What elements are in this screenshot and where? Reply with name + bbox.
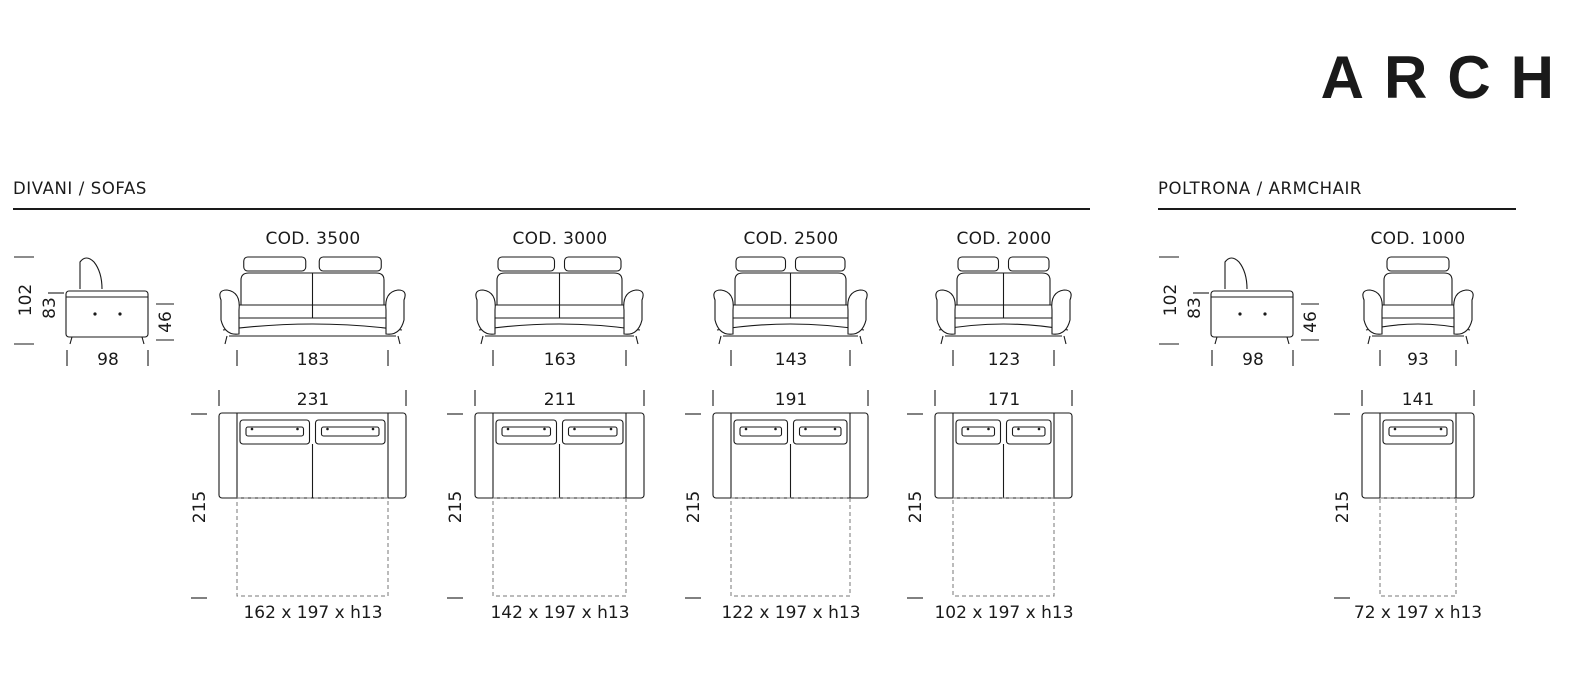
- front-width-label: 183: [297, 350, 329, 370]
- depth-label: 215: [906, 491, 926, 523]
- model-code: COD. 3500: [265, 229, 360, 249]
- top-width-label: 231: [297, 390, 329, 410]
- sofa-model: COD. 2500 143 191 215 122 x 197 x h13: [684, 229, 869, 623]
- depth-label: 215: [684, 491, 704, 523]
- section-rule-sofas: [13, 208, 1090, 210]
- front-width-label: 123: [988, 350, 1020, 370]
- depth-label: 98: [1242, 350, 1264, 370]
- bed-size-label: 142 x 197 x h13: [490, 603, 629, 623]
- sofa-model: COD. 2000 123 171 215 102 x 197 x h13: [906, 229, 1074, 623]
- depth-label: 215: [446, 491, 466, 523]
- depth-label: 215: [1333, 491, 1353, 523]
- sofa-model: COD. 3500 183 231 215 162 x 197 x h13: [190, 229, 407, 623]
- front-width-label: 163: [544, 350, 576, 370]
- front-width-label: 93: [1407, 350, 1429, 370]
- height-back-label: 83: [40, 297, 60, 319]
- model-code: COD. 1000: [1370, 229, 1465, 249]
- depth-label: 215: [190, 491, 210, 523]
- section-title-armchair: POLTRONA / ARMCHAIR: [1158, 179, 1363, 198]
- top-width-label: 141: [1402, 390, 1434, 410]
- height-back-label: 83: [1185, 297, 1205, 319]
- sofa-model: COD. 3000 163 211 215 142 x 197 x h13: [446, 229, 645, 623]
- height-total-label: 102: [1161, 284, 1181, 316]
- bed-size-label: 72 x 197 x h13: [1354, 603, 1482, 623]
- section-title-sofas: DIVANI / SOFAS: [13, 179, 147, 198]
- model-code: COD. 2000: [956, 229, 1051, 249]
- height-total-label: 102: [16, 284, 36, 316]
- sofa-model: COD. 1000 93 141 215 72 x 197 x h13: [1333, 229, 1482, 623]
- section-rule-armchair: [1158, 208, 1516, 210]
- model-code: COD. 2500: [743, 229, 838, 249]
- top-width-label: 191: [775, 390, 807, 410]
- top-width-label: 211: [544, 390, 576, 410]
- bed-size-label: 162 x 197 x h13: [243, 603, 382, 623]
- front-width-label: 143: [775, 350, 807, 370]
- seat-height-label: 46: [156, 311, 176, 333]
- model-code: COD. 3000: [512, 229, 607, 249]
- brand-logo: ARCH: [1320, 44, 1574, 111]
- bed-size-label: 102 x 197 x h13: [934, 603, 1073, 623]
- seat-height-label: 46: [1301, 311, 1321, 333]
- depth-label: 98: [97, 350, 119, 370]
- top-width-label: 171: [988, 390, 1020, 410]
- bed-size-label: 122 x 197 x h13: [721, 603, 860, 623]
